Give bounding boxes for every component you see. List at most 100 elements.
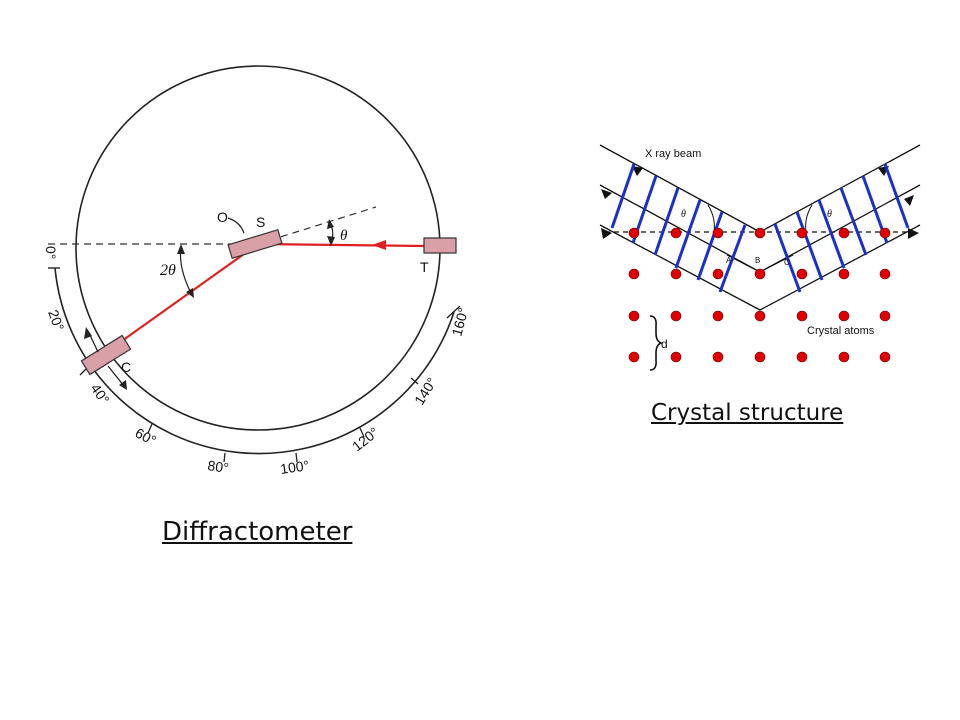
theta-in-arc [707,204,715,233]
crystal-atom [670,227,682,239]
label-theta-in: θ [681,209,686,220]
crystal-atom [879,227,891,239]
diffractometer-caption: Diffractometer [162,517,353,547]
label-b: B [755,256,760,265]
crystal-structure-caption: Crystal structure [651,400,844,426]
label-theta: θ [340,228,348,244]
scale-end-line [446,305,461,319]
scale-tick [147,423,153,434]
crystal-atom [712,268,724,280]
detector-motion-arrow-down [107,365,125,387]
theta-arrowhead-top [327,219,334,229]
diffracted-beam [111,243,259,349]
diffractometer-diagram: O S T C 2θ θ 0° 20° 4 [43,65,471,477]
detector-motion-arrowhead-down [119,380,127,390]
extended-beam-line [257,206,377,245]
o-pointer-line [227,217,245,234]
crystal-atom [670,351,682,363]
incident-ray-lower [599,224,761,311]
scale-tick [223,452,226,463]
crystal-atom [754,227,766,239]
crystal-atom [879,268,891,280]
label-x-ray-beam: X ray beam [645,148,701,160]
incident-ray [599,144,761,233]
wavefront [610,163,636,229]
scale-label-120: 120° [349,424,382,454]
ray-arrowhead [904,195,914,206]
wavefront [795,211,824,281]
label-a: A [726,256,732,265]
label-theta-out: θ [827,209,832,220]
crystal-atom [838,310,850,322]
angle-scale-arc [54,267,455,455]
crystal-atom [754,351,766,363]
wavefront [817,199,846,269]
crystal-atom [670,310,682,322]
crystal-atom [712,351,724,363]
scale-label-80: 80° [207,457,230,476]
label-s: S [256,214,265,230]
two-theta-arrowhead-bottom [186,288,194,298]
scale-tick [410,377,419,385]
wavefront [653,187,680,256]
crystal-atom [712,310,724,322]
label-c: C [784,258,790,267]
wavefront [674,199,702,269]
crystal-atom [628,351,640,363]
wavefront [839,187,868,256]
crystal-atom [712,227,724,239]
sample [227,228,283,260]
label-two-theta: 2θ [160,262,176,279]
wavefront [718,224,747,293]
crystal-atom [628,268,640,280]
reflected-wavefronts [773,163,910,293]
d-spacing-bracket [649,315,664,371]
crystal-atom [754,268,766,280]
wavefront [883,163,910,229]
theta-out-arc [805,204,813,233]
crystal-atom [838,351,850,363]
crystal-atom [796,351,808,363]
crystal-atom [879,310,891,322]
scale-label-40: 40° [88,381,113,408]
label-d: d [661,337,668,351]
x-ray-tube [423,237,457,254]
two-theta-arrowhead-top [177,244,185,254]
crystal-atom [628,310,640,322]
label-o: O [217,209,228,225]
scale-tick [359,427,365,438]
scale-label-100: 100° [279,457,310,477]
incident-beam-arrow [372,240,386,250]
crystal-structure-diagram: X ray beam θ θ A B C Crystal atoms d [599,144,921,371]
incident-beam [257,242,425,248]
crystal-atom [879,351,891,363]
crystal-atom [796,268,808,280]
crystal-atom [754,310,766,322]
label-crystal-atoms: Crystal atoms [807,325,875,337]
ray-arrowhead [908,228,919,239]
scale-label-20: 20° [45,308,67,333]
crystal-atom [796,310,808,322]
crystal-atoms [628,227,891,363]
detector-motion-arrowhead-up [84,327,92,339]
theta-arrowhead-bottom [327,236,335,246]
scale-tick [79,368,87,376]
crystal-atom [838,227,850,239]
scale-label-60: 60° [133,425,159,449]
crystal-atom [670,268,682,280]
scale-label-160: 160° [448,306,471,338]
scale-label-140: 140° [411,375,440,408]
crystal-atom [838,268,850,280]
ray-arrowhead [601,189,612,199]
wavefront [696,211,724,281]
scale-tick-group [79,368,419,463]
two-theta-arc [179,246,193,296]
crystal-atom [628,227,640,239]
scale-label-0: 0° [43,246,59,259]
reflected-ray-lower [759,224,921,311]
label-t: T [420,259,429,275]
scale-tick [295,452,298,463]
crystal-atom [796,227,808,239]
ray-arrowhead [632,166,643,176]
